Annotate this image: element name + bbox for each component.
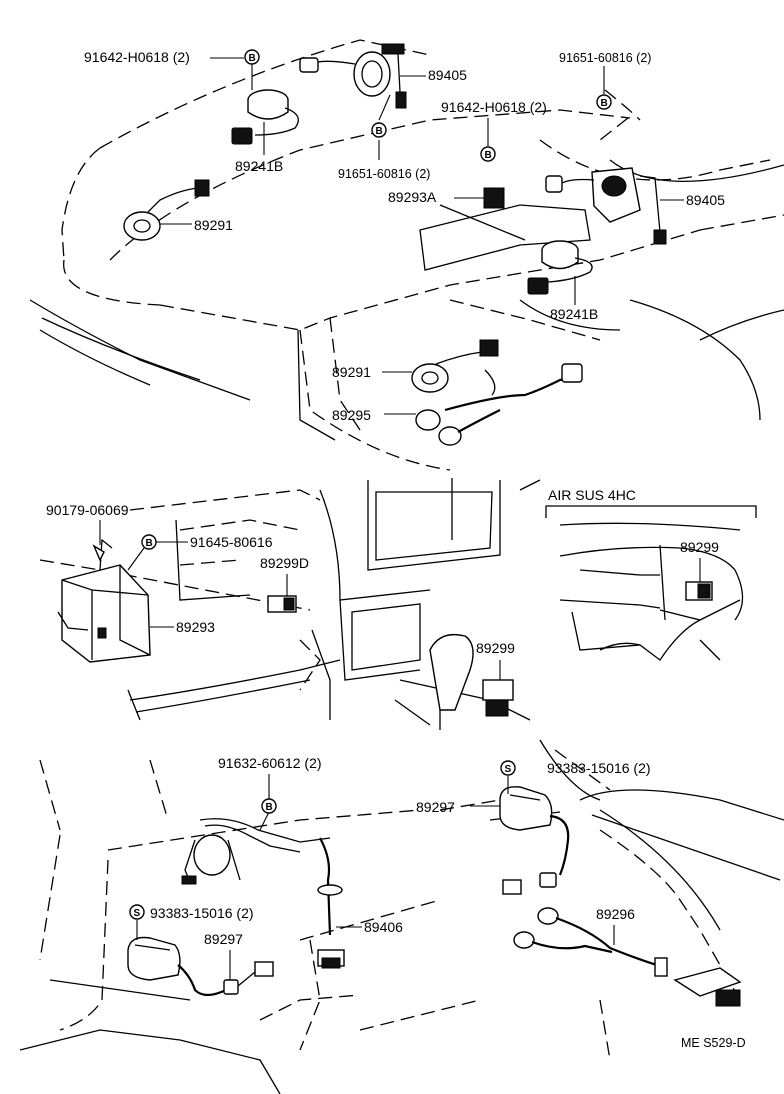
label-93383-15016-left: 93383-15016 (2) <box>150 905 254 921</box>
computer-89293 <box>57 538 151 663</box>
label-89299-right: 89299 <box>680 539 719 555</box>
bolt-symbol-91645: B <box>141 534 157 550</box>
svg-text:B: B <box>601 98 608 109</box>
label-89291-left: 89291 <box>194 217 233 233</box>
label-89291-mid: 89291 <box>332 364 371 380</box>
svg-text:B: B <box>376 126 383 137</box>
label-91632-60612: 91632-60612 (2) <box>218 755 322 771</box>
label-89299-mid: 89299 <box>476 640 515 656</box>
bottom-labels: 91632-60612 (2) 93383-15016 (2) 89297 93… <box>136 755 746 1050</box>
label-91651-60816-right: 91651-60816 (2) <box>559 51 651 65</box>
height-sensor-89406 <box>181 818 345 969</box>
bolt-symbol-top-left: B <box>244 49 260 65</box>
bolt-symbol-mid-right: B <box>480 146 496 162</box>
label-89406: 89406 <box>364 919 403 935</box>
screw-symbol-93383-left: S <box>129 904 145 920</box>
label-89405-top: 89405 <box>428 67 467 83</box>
height-sensor-89405-right <box>545 167 667 245</box>
label-91642-h0618-mid: 91642-H0618 (2) <box>441 99 547 115</box>
bottom-body-outline <box>19 739 784 1094</box>
top-labels: 91642-H0618 (2) 89405 91651-60816 (2) 91… <box>84 49 725 423</box>
drawing-code: ME S529-D <box>681 1036 746 1050</box>
relay-89241b-right <box>527 240 593 295</box>
relay-89241b-left <box>231 89 299 145</box>
svg-text:B: B <box>266 802 273 813</box>
relay-89293a <box>483 187 505 209</box>
harness-89295 <box>415 363 583 446</box>
label-89299d: 89299D <box>260 555 309 571</box>
label-89295: 89295 <box>332 407 371 423</box>
label-89293: 89293 <box>176 619 215 635</box>
label-89297-right: 89297 <box>416 799 455 815</box>
sensor-89291-mid <box>411 339 499 396</box>
label-air-sus-4hc: AIR SUS 4HC <box>548 487 636 503</box>
bolt-symbol-91632: B <box>261 798 277 814</box>
label-91651-60816-mid: 91651-60816 (2) <box>338 167 430 181</box>
harness-89296 <box>513 907 742 1007</box>
label-89405-right: 89405 <box>686 192 725 208</box>
bolt-symbol-top-right: B <box>596 94 612 110</box>
label-89296: 89296 <box>596 906 635 922</box>
sensor-89291-left <box>123 179 210 241</box>
svg-text:S: S <box>134 908 141 919</box>
top-body-outline <box>29 39 784 471</box>
switch-89299d <box>267 595 297 613</box>
label-89297-left: 89297 <box>204 931 243 947</box>
bolt-symbol-mid-center: B <box>371 122 387 138</box>
label-90179-06069: 90179-06069 <box>46 502 129 518</box>
label-91642-h0618-top: 91642-H0618 (2) <box>84 49 190 65</box>
middle-labels: 90179-06069 91645-80616 89299D 89293 892… <box>46 502 515 680</box>
svg-text:B: B <box>249 53 256 64</box>
switch-89299-mid <box>482 679 514 717</box>
label-89241b-right: 89241B <box>550 306 598 322</box>
air-sus-4hc-inset: AIR SUS 4HC 89299 <box>545 487 757 661</box>
label-89241b-left: 89241B <box>235 158 283 174</box>
svg-text:S: S <box>505 764 512 775</box>
label-91645-80616: 91645-80616 <box>190 534 273 550</box>
height-sensor-89405-top <box>299 43 407 109</box>
label-93383-15016-right: 93383-15016 (2) <box>547 760 651 776</box>
label-89293a: 89293A <box>388 189 437 205</box>
svg-text:B: B <box>146 538 153 549</box>
actuator-89297-left <box>127 936 274 997</box>
middle-body-outline <box>39 478 541 730</box>
actuator-89297-right <box>499 786 570 895</box>
screw-symbol-93383-right: S <box>500 760 516 776</box>
svg-text:B: B <box>485 150 492 161</box>
